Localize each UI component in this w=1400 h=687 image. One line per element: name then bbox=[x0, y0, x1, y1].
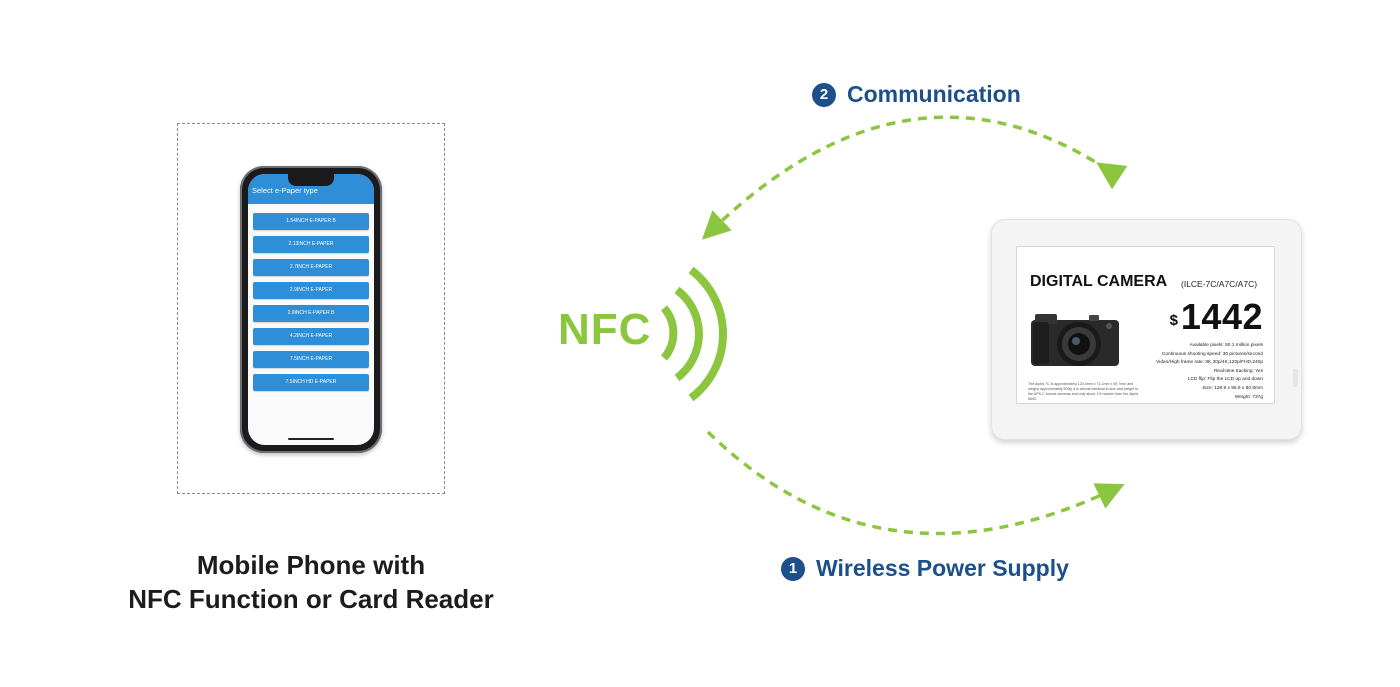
product-specs: Available pixels: 50.1 million pixels Co… bbox=[1123, 342, 1263, 402]
spec-line: Weight: 737g bbox=[1123, 394, 1263, 403]
device-side-tab bbox=[1293, 369, 1298, 387]
step-number-badge: 1 bbox=[781, 557, 805, 581]
product-price: $ 1442 bbox=[1170, 296, 1263, 338]
price-currency: $ bbox=[1170, 312, 1178, 329]
spec-line: LCD flip: Flip the LCD up and down bbox=[1123, 376, 1263, 385]
spec-line: Real-time tracking: Yes bbox=[1123, 368, 1263, 377]
product-description: The Alpha 7C is approximately 124.0mm x … bbox=[1028, 382, 1144, 402]
step-number-badge: 2 bbox=[812, 83, 836, 107]
spec-line: Available pixels: 50.1 million pixels bbox=[1123, 342, 1263, 351]
epaper-price-tag: DIGITAL CAMERA (ILCE-7C/A7C/A7C) $ 1442 … bbox=[991, 219, 1302, 440]
phone-notch bbox=[288, 174, 334, 186]
spec-line: Video/High frame rate: 8K,30p/4K,120p/FH… bbox=[1123, 359, 1263, 368]
power-supply-arrow bbox=[708, 432, 1112, 534]
spec-line: Size: 128.9 x 96.9 x 80.8mm bbox=[1123, 385, 1263, 394]
communication-arrow bbox=[712, 117, 1108, 230]
wireless-power-text: Wireless Power Supply bbox=[816, 555, 1069, 582]
nfc-label: NFC bbox=[558, 305, 651, 355]
price-amount: 1442 bbox=[1181, 296, 1263, 338]
product-model: (ILCE-7C/A7C/A7C) bbox=[1181, 279, 1257, 289]
camera-image bbox=[1029, 306, 1123, 372]
communication-text: Communication bbox=[847, 81, 1021, 108]
communication-label: 2 Communication bbox=[812, 81, 1021, 108]
epaper-display: DIGITAL CAMERA (ILCE-7C/A7C/A7C) $ 1442 … bbox=[1016, 246, 1275, 404]
product-title: DIGITAL CAMERA bbox=[1030, 273, 1167, 291]
wireless-power-label: 1 Wireless Power Supply bbox=[781, 555, 1069, 582]
nfc-wave-icon bbox=[664, 270, 723, 398]
spec-line: Continuous shooting speed: 30 pictures/s… bbox=[1123, 351, 1263, 360]
